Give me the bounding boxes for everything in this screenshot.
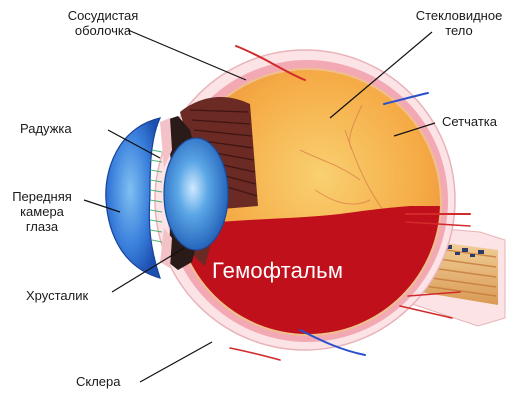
leader-iris — [107, 129, 161, 159]
label-anterior-chamber: Передняя камера глаза — [12, 189, 72, 234]
label-retina: Сетчатка — [442, 114, 498, 129]
leader-lines — [83, 29, 436, 383]
leader-lens — [111, 247, 185, 293]
label-hemophthalmos: Гемофтальм — [212, 258, 344, 283]
leader-vascular — [127, 29, 247, 81]
leader-retina — [393, 122, 436, 137]
lens-shape — [163, 137, 229, 251]
cornea-shape — [105, 117, 162, 279]
label-sclera: Склера — [76, 374, 121, 389]
leader-vitreous — [329, 31, 433, 119]
label-iris: Радужка — [20, 121, 72, 136]
label-lens: Хрусталик — [26, 288, 89, 303]
iris-fibers — [149, 149, 163, 243]
leader-sclera — [139, 341, 213, 383]
label-vitreous-body: Стекловидное тело — [415, 8, 503, 38]
leader-anterior-chamber — [83, 199, 121, 213]
scleral-vessels — [229, 45, 471, 361]
label-vascular-membrane: Сосудистая оболочка — [67, 8, 139, 38]
